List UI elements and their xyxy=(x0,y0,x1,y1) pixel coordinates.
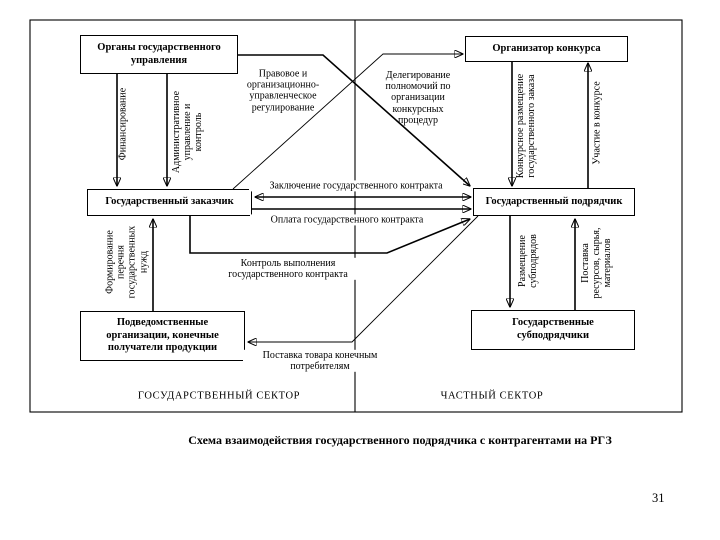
arrow-delegation xyxy=(232,54,463,190)
diagram-outer-border xyxy=(29,19,683,413)
box-tender-organizer: Организатор конкурса xyxy=(465,36,628,62)
box-state-customer: Государственный заказчик xyxy=(87,189,252,216)
figure-caption: Схема взаимодействия государственного по… xyxy=(188,433,612,447)
label-financing: Финансирование xyxy=(117,87,129,161)
box-state-contractor: Государственный подрядчик xyxy=(473,188,635,216)
label-subcontract-placement: Размещение субподрядов xyxy=(516,234,539,288)
label-contract-control: Контроль выполнения государственного кон… xyxy=(211,257,365,281)
label-goods-delivery: Поставка товара конечным потребителям xyxy=(243,349,397,373)
label-tender-placement: Конкурсное размещение государственного з… xyxy=(514,73,537,179)
label-admin-control: Административное управление и контроль xyxy=(171,90,205,174)
page-number: 31 xyxy=(652,491,665,505)
arrow-contract-control xyxy=(189,216,470,254)
box-subordinate-organizations: Подведомственные организации, конечные п… xyxy=(80,311,245,361)
box-government-bodies: Органы государственного управления xyxy=(80,35,238,74)
label-legal-regulation: Правовое и организационно- управленческо… xyxy=(246,68,320,114)
sector-label-private: ЧАСТНЫЙ СЕКТОР xyxy=(440,390,544,402)
label-participation: Участие в конкурсе xyxy=(591,81,603,165)
arrow-legal-regulation xyxy=(238,54,470,186)
box-state-subcontractors: Государственные субподрядчики xyxy=(471,310,635,350)
arrow-goods-delivery xyxy=(248,215,479,342)
label-needs-list-formation: Формирование перечня государственных нуж… xyxy=(104,225,150,299)
label-contract-conclusion: Заключение государственного контракта xyxy=(249,180,463,192)
sector-label-state: ГОСУДАРСТВЕННЫЙ СЕКТОР xyxy=(137,390,301,402)
label-contract-payment: Оплата государственного контракта xyxy=(250,214,444,226)
label-resources-supply: Поставка ресурсов, сырья, материалов xyxy=(580,227,614,299)
label-delegation: Делегирование полномочий по организации … xyxy=(385,70,451,126)
